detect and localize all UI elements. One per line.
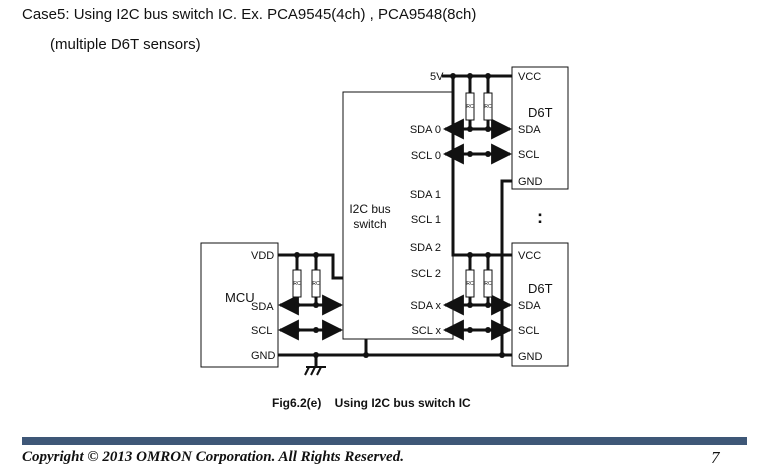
copyright-text: Copyright © 2013 OMRON Corporation. All … — [22, 449, 404, 465]
resistor — [292, 269, 302, 298]
resistor — [465, 92, 475, 121]
resistor — [311, 269, 321, 298]
mcu-pin-vdd: VDD — [251, 250, 274, 262]
junction-dots — [294, 73, 505, 358]
d6t-bottom-name: D6T — [528, 281, 553, 296]
vdd-line — [278, 253, 343, 280]
page-subtitle: (multiple D6T sensors) — [50, 36, 201, 53]
d6t-top-pin-gnd: GND — [518, 176, 543, 188]
d6t-bottom-pin-vcc: VCC — [518, 250, 541, 262]
mcu-box — [200, 242, 279, 368]
page-number: 7 — [711, 448, 720, 467]
switch-box — [342, 91, 454, 340]
switch-pin-sclx: SCL x — [411, 325, 441, 337]
mcu-pin-scl: SCL — [251, 325, 272, 337]
switch-pin-scl1: SCL 1 — [411, 214, 441, 226]
mcu-pin-sda: SDA — [251, 301, 274, 313]
footer-bar — [22, 437, 747, 445]
switch-pin-scl2: SCL 2 — [411, 268, 441, 280]
d6t-bottom-pin-sda: SDA — [518, 300, 541, 312]
resistor-label: RC — [293, 281, 301, 287]
ellipsis: : — [537, 207, 543, 227]
switch-pin-sda2: SDA 2 — [410, 242, 441, 254]
switch-label-line2: switch — [353, 217, 386, 231]
switch-pin-sda1: SDA 1 — [410, 189, 441, 201]
resistor-label: RC — [484, 104, 492, 110]
d6t-top-box — [511, 66, 569, 190]
switch-pin-scl0: SCL 0 — [411, 150, 441, 162]
resistor — [465, 269, 475, 298]
figure-caption: Fig6.2(e) Using I2C bus switch IC — [272, 396, 471, 410]
d6t-top-pin-vcc: VCC — [518, 71, 541, 83]
resistor-label: RC — [484, 281, 492, 287]
mcu-pin-gnd: GND — [251, 350, 276, 362]
switch-pin-sdax: SDA x — [410, 300, 441, 312]
d6t-top-pin-sda: SDA — [518, 124, 541, 136]
switch-pin-sda0: SDA 0 — [410, 124, 441, 136]
d6t-bottom-pin-gnd: GND — [518, 351, 543, 363]
resistor-label: RC — [312, 281, 320, 287]
d6t-top-pin-scl: SCL — [518, 149, 539, 161]
d6t-bottom-pin-scl: SCL — [518, 325, 539, 337]
switch-label-line1: I2C bus — [349, 202, 390, 216]
i2c-switch-diagram: RC RC RC RC RC RC 5V I2C bus switch SDA … — [200, 66, 569, 410]
d6t-top-name: D6T — [528, 105, 553, 120]
ground-symbol-icon — [304, 366, 326, 376]
resistor-label: RC — [466, 104, 474, 110]
resistor — [483, 92, 493, 121]
resistor — [483, 269, 493, 298]
mcu-name: MCU — [225, 290, 255, 305]
d6t-bottom-box — [511, 242, 569, 367]
page-title: Case5: Using I2C bus switch IC. Ex. PCA9… — [22, 6, 477, 23]
supply-label: 5V — [430, 71, 444, 83]
resistor-label: RC — [466, 281, 474, 287]
